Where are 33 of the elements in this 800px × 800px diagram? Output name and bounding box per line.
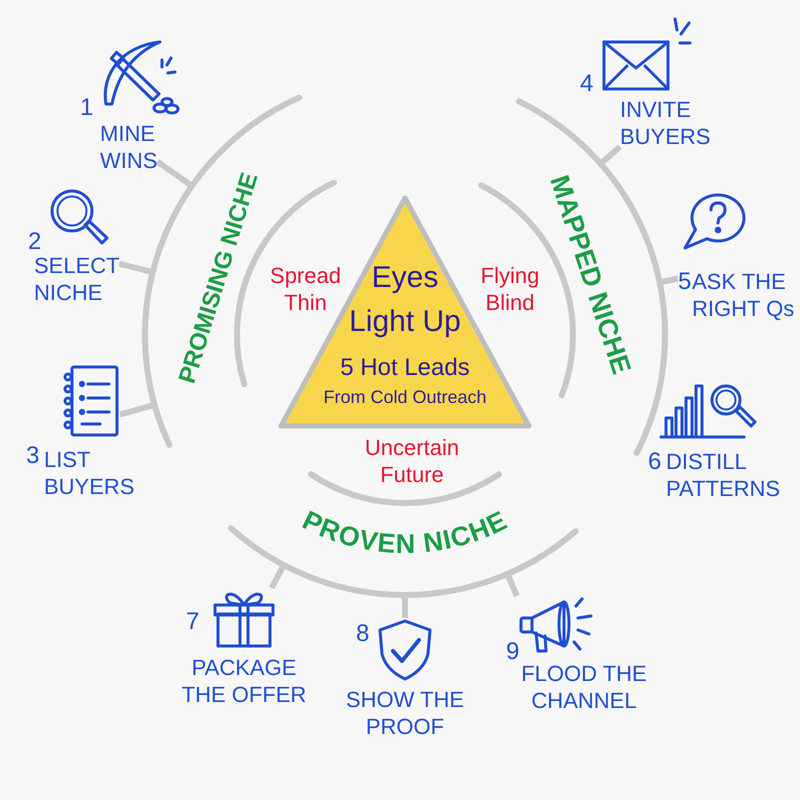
step-label: INVITE BUYERS <box>620 97 710 149</box>
step-number: 2 <box>28 228 42 255</box>
step-label: SHOW THE PROOF <box>346 687 464 739</box>
step-label: PACKAGE THE OFFER <box>182 655 306 707</box>
tick-line <box>118 260 154 275</box>
step-number: 9 <box>506 638 520 665</box>
tick-line <box>504 572 520 598</box>
step-number: 1 <box>80 94 94 121</box>
step-label: SELECT NICHE <box>34 253 120 305</box>
step-label: MINE WINS <box>100 121 158 173</box>
tick-line <box>402 595 408 618</box>
step-number: 8 <box>356 620 370 647</box>
niche-title: PROVEN NICHE <box>298 504 512 560</box>
risk-label: Spread Thin <box>270 263 341 315</box>
triangle-caption: From Cold Outreach <box>323 387 487 407</box>
step-number: 4 <box>580 70 594 97</box>
step-label: ASK THE RIGHT Qs <box>692 269 794 321</box>
step-label: DISTILL PATTERNS <box>666 449 780 501</box>
step-label: LIST BUYERS <box>44 447 134 499</box>
tick-line <box>598 144 622 166</box>
tick-line <box>659 276 679 286</box>
step-number: 5 <box>678 268 692 295</box>
tick-line <box>156 159 194 188</box>
step-number: 7 <box>186 608 200 635</box>
step-number: 6 <box>648 448 662 475</box>
risk-label: Uncertain Future <box>364 435 460 487</box>
tick-line <box>119 402 156 418</box>
step-label: FLOOD THE CHANNEL <box>521 661 647 713</box>
triangle-title: Eyes Light Up <box>349 261 461 338</box>
risk-label: Flying Blind <box>480 263 540 315</box>
triangle-subtitle: 5 Hot Leads <box>340 354 470 381</box>
tick-line <box>268 564 286 590</box>
step-number: 3 <box>26 442 40 469</box>
